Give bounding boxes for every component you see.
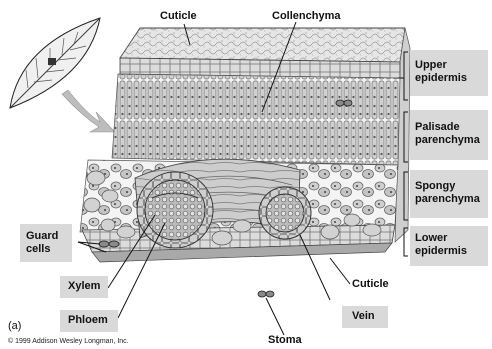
copyright-text: © 1999 Addison Wesley Longman, Inc. (8, 338, 129, 345)
zoom-arrow (62, 90, 115, 132)
cuticle-bottom-label: Cuticle (352, 278, 389, 291)
cuticle-top-label: Cuticle (160, 10, 197, 23)
phloem-label: Phloem (60, 310, 118, 332)
collenchyma-label: Collenchyma (272, 10, 340, 23)
panel-label: (a) (8, 320, 21, 333)
vein-label: Vein (342, 306, 388, 328)
vein-left-core (145, 180, 205, 240)
upper-surface (120, 28, 405, 62)
palisade-layer (112, 74, 400, 165)
tissue-block (80, 28, 410, 297)
vein-right-core (266, 194, 304, 232)
xylem-label: Xylem (60, 276, 108, 298)
leaf-thumbnail (10, 18, 100, 108)
stoma-label: Stoma (268, 334, 302, 347)
